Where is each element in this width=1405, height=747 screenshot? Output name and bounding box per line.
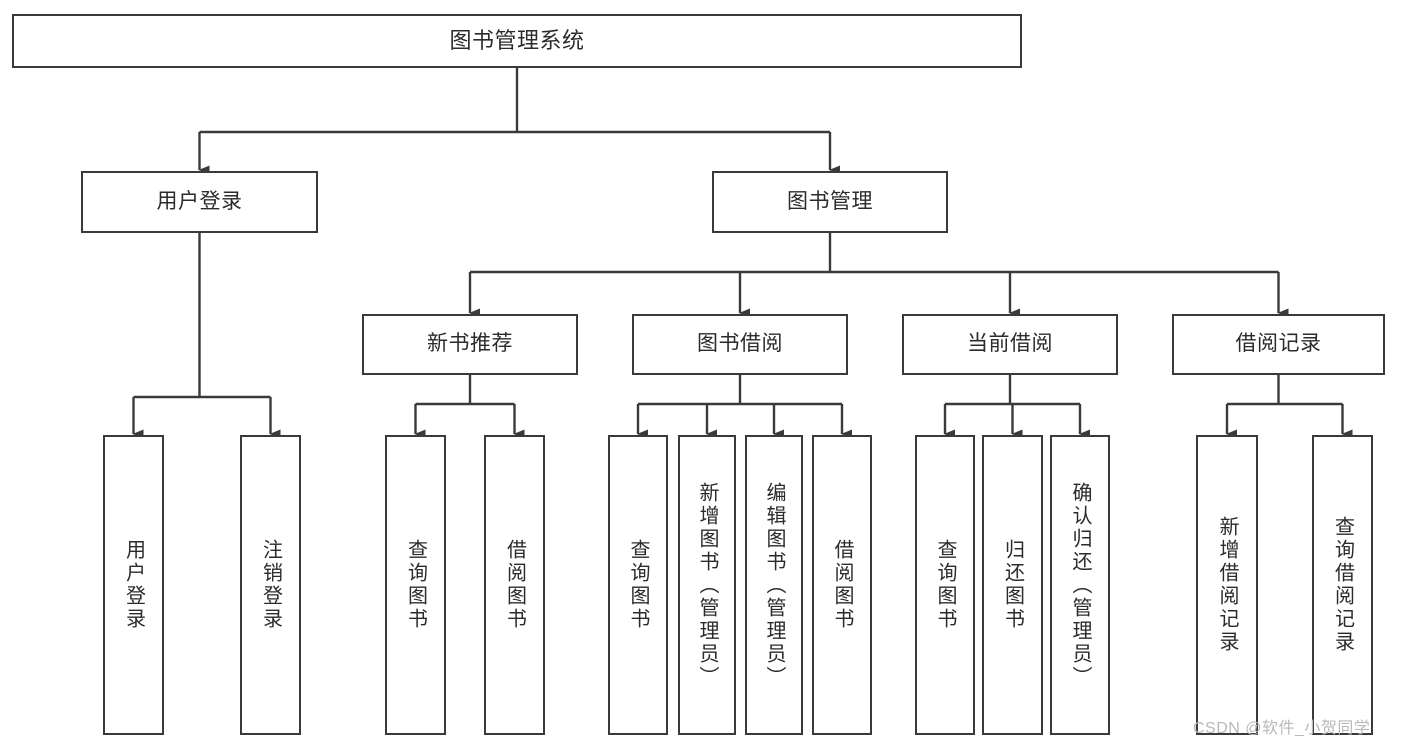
node-label: 图书管理系统 — [449, 28, 585, 54]
node-r-add: 新增借阅记录 — [1196, 435, 1258, 735]
node-label: 图书借阅 — [697, 332, 783, 356]
node-n-borrow: 借阅图书 — [484, 435, 545, 735]
node-label: 编辑图书（管理员） — [763, 481, 785, 689]
node-borrow: 图书借阅 — [632, 314, 848, 375]
node-label: 查询图书 — [934, 539, 956, 631]
node-label: 借阅记录 — [1235, 332, 1322, 356]
node-r-query: 查询借阅记录 — [1312, 435, 1373, 735]
node-label: 新书推荐 — [427, 332, 513, 356]
node-label: 确认归还（管理员） — [1069, 481, 1091, 689]
node-l-logout: 注销登录 — [240, 435, 301, 735]
node-label: 图书管理 — [787, 189, 873, 213]
node-bookmgmt: 图书管理 — [712, 171, 948, 233]
node-n-query: 查询图书 — [385, 435, 446, 735]
node-label: 归还图书 — [1001, 539, 1024, 631]
node-label: 查询借阅记录 — [1331, 516, 1354, 654]
node-label: 用户登录 — [122, 539, 145, 631]
node-label: 查询图书 — [404, 539, 427, 631]
node-label: 新增借阅记录 — [1216, 516, 1238, 654]
node-login: 用户登录 — [81, 171, 318, 233]
node-label: 借阅图书 — [831, 539, 853, 631]
node-b-add: 新增图书（管理员） — [678, 435, 736, 735]
node-l-login: 用户登录 — [103, 435, 164, 735]
node-b-edit: 编辑图书（管理员） — [745, 435, 803, 735]
node-c-confirm: 确认归还（管理员） — [1050, 435, 1110, 735]
node-label: 查询图书 — [627, 539, 649, 631]
node-label: 当前借阅 — [967, 332, 1053, 356]
node-b-lend: 借阅图书 — [812, 435, 872, 735]
node-root: 图书管理系统 — [12, 14, 1022, 68]
node-c-return: 归还图书 — [982, 435, 1043, 735]
edge-layer — [132, 68, 1353, 439]
node-current: 当前借阅 — [902, 314, 1118, 375]
node-records: 借阅记录 — [1172, 314, 1385, 375]
node-label: 借阅图书 — [503, 539, 526, 631]
node-c-query: 查询图书 — [915, 435, 975, 735]
node-label: 注销登录 — [259, 539, 282, 631]
node-b-query: 查询图书 — [608, 435, 668, 735]
node-newbook: 新书推荐 — [362, 314, 578, 375]
node-label: 新增图书（管理员） — [696, 481, 718, 689]
csdn-watermark: CSDN @软件_小贺同学 — [1193, 720, 1371, 737]
node-label: 用户登录 — [156, 189, 243, 213]
